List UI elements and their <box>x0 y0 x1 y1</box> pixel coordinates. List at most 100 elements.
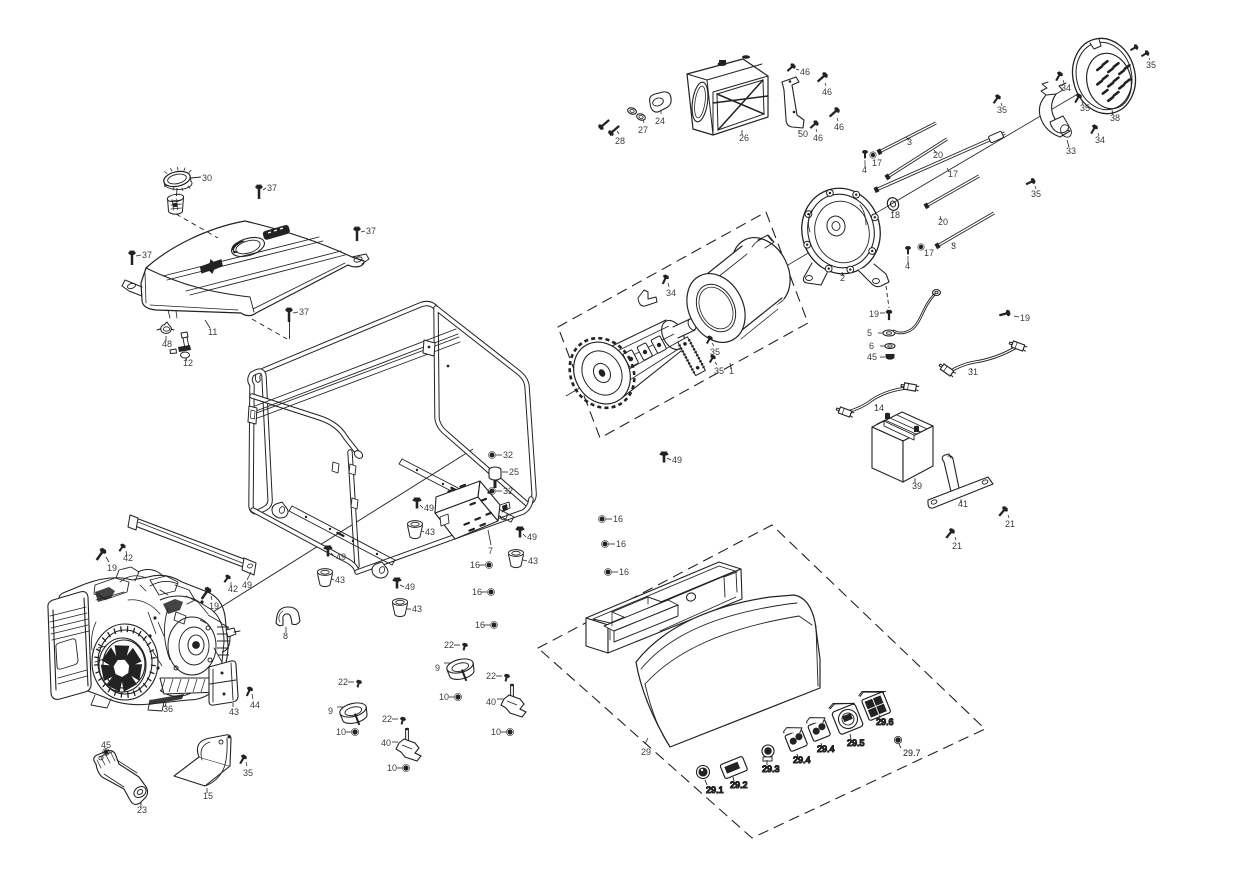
svg-text:30: 30 <box>202 173 212 183</box>
svg-text:22: 22 <box>444 640 454 650</box>
svg-text:29.4: 29.4 <box>817 744 835 754</box>
svg-text:17: 17 <box>872 158 882 168</box>
svg-text:35: 35 <box>710 347 720 357</box>
svg-text:19: 19 <box>209 601 219 611</box>
svg-text:16: 16 <box>616 539 626 549</box>
svg-text:19: 19 <box>1020 313 1030 323</box>
svg-text:29.2: 29.2 <box>730 780 748 790</box>
svg-text:34: 34 <box>1095 135 1105 145</box>
svg-text:22: 22 <box>338 677 348 687</box>
svg-text:21: 21 <box>952 541 962 551</box>
svg-text:16: 16 <box>470 560 480 570</box>
svg-text:21: 21 <box>1005 519 1015 529</box>
svg-text:41: 41 <box>958 499 968 509</box>
svg-text:43: 43 <box>229 707 239 717</box>
svg-text:34: 34 <box>666 288 676 298</box>
svg-text:2: 2 <box>840 273 845 283</box>
svg-text:29.4: 29.4 <box>817 744 835 754</box>
svg-text:29.7: 29.7 <box>903 748 921 758</box>
svg-text:35: 35 <box>1080 103 1090 113</box>
svg-text:29.4: 29.4 <box>793 755 811 765</box>
svg-text:22: 22 <box>486 671 496 681</box>
svg-text:35: 35 <box>1146 60 1156 70</box>
svg-text:29.2: 29.2 <box>730 780 748 790</box>
svg-text:15: 15 <box>203 791 213 801</box>
svg-text:29.1: 29.1 <box>706 785 724 795</box>
svg-text:37: 37 <box>267 183 277 193</box>
svg-text:49: 49 <box>242 580 252 590</box>
svg-text:16: 16 <box>613 514 623 524</box>
svg-text:29: 29 <box>641 747 651 757</box>
svg-text:43: 43 <box>528 556 538 566</box>
svg-text:39: 39 <box>912 481 922 491</box>
svg-text:29.5: 29.5 <box>847 738 865 748</box>
svg-text:22: 22 <box>382 714 392 724</box>
svg-text:3: 3 <box>951 241 956 251</box>
svg-text:32: 32 <box>503 450 513 460</box>
svg-text:12: 12 <box>183 358 193 368</box>
svg-text:7: 7 <box>488 546 493 556</box>
svg-text:33: 33 <box>1066 146 1076 156</box>
svg-text:16: 16 <box>619 567 629 577</box>
svg-text:10: 10 <box>439 692 449 702</box>
svg-text:36: 36 <box>163 704 173 714</box>
svg-text:29.7: 29.7 <box>903 748 921 758</box>
svg-text:11: 11 <box>208 327 217 337</box>
svg-text:35: 35 <box>243 768 253 778</box>
svg-text:16: 16 <box>475 620 485 630</box>
svg-text:49: 49 <box>424 503 434 513</box>
svg-text:4: 4 <box>862 165 867 175</box>
svg-text:29.4: 29.4 <box>793 755 811 765</box>
svg-text:42: 42 <box>123 553 133 563</box>
svg-text:10: 10 <box>387 763 397 773</box>
svg-text:16: 16 <box>472 587 482 597</box>
svg-text:25: 25 <box>509 467 519 477</box>
svg-text:48: 48 <box>162 339 172 349</box>
svg-text:44: 44 <box>250 700 260 710</box>
svg-text:45: 45 <box>867 352 877 362</box>
svg-text:43: 43 <box>335 575 345 585</box>
svg-text:40: 40 <box>486 697 496 707</box>
svg-text:46: 46 <box>834 122 844 132</box>
svg-text:49: 49 <box>405 582 415 592</box>
svg-text:45: 45 <box>101 740 111 750</box>
svg-text:46: 46 <box>800 67 810 77</box>
svg-text:35: 35 <box>1031 189 1041 199</box>
svg-text:37: 37 <box>142 250 152 260</box>
svg-text:31: 31 <box>968 367 978 377</box>
svg-text:46: 46 <box>822 87 832 97</box>
svg-text:10: 10 <box>491 727 501 737</box>
svg-text:17: 17 <box>948 169 958 179</box>
svg-text:42: 42 <box>228 584 238 594</box>
svg-text:29.6: 29.6 <box>876 717 894 727</box>
svg-text:34: 34 <box>1061 83 1071 93</box>
svg-text:43: 43 <box>425 527 435 537</box>
svg-text:46: 46 <box>813 133 823 143</box>
svg-text:18: 18 <box>890 210 900 220</box>
svg-text:49: 49 <box>672 455 682 465</box>
svg-text:20: 20 <box>933 150 943 160</box>
svg-text:38: 38 <box>1110 113 1120 123</box>
svg-text:28: 28 <box>615 136 625 146</box>
svg-text:6: 6 <box>869 341 874 351</box>
svg-text:9: 9 <box>435 663 440 673</box>
svg-text:26: 26 <box>739 133 749 143</box>
svg-text:50: 50 <box>798 129 808 139</box>
svg-text:17: 17 <box>924 248 934 258</box>
svg-text:43: 43 <box>412 604 422 614</box>
svg-text:37: 37 <box>366 226 376 236</box>
svg-text:29.5: 29.5 <box>847 738 865 748</box>
svg-text:23: 23 <box>137 805 147 815</box>
svg-text:4: 4 <box>905 261 910 271</box>
svg-text:29.3: 29.3 <box>762 764 780 774</box>
svg-text:40: 40 <box>381 738 391 748</box>
svg-text:1: 1 <box>729 366 734 376</box>
svg-text:49: 49 <box>527 532 537 542</box>
svg-text:3: 3 <box>907 137 912 147</box>
svg-text:49: 49 <box>336 552 346 562</box>
svg-text:37: 37 <box>299 307 309 317</box>
svg-text:10: 10 <box>336 727 346 737</box>
svg-text:32: 32 <box>503 486 513 496</box>
svg-text:14: 14 <box>874 403 884 413</box>
svg-text:35: 35 <box>997 105 1007 115</box>
